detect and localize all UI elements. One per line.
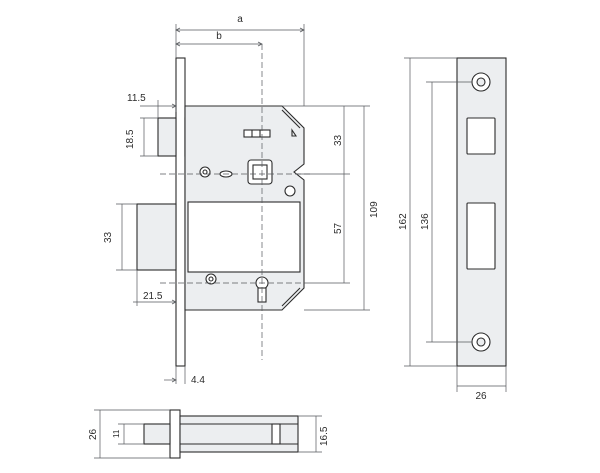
dimension-162: 162 [398, 57, 457, 367]
dimension-26-plate: 26 [456, 366, 507, 402]
dimension-136: 136 [420, 81, 472, 343]
dim-label-11-bottom: 11 [112, 429, 121, 438]
screw-hole-right [284, 185, 296, 197]
dimension-18-5: 18.5 [125, 117, 158, 157]
dimension-b: b [175, 31, 263, 47]
dim-label-26-plate: 26 [475, 391, 487, 402]
reversible-mark [291, 128, 298, 137]
case-bevel-lower [281, 287, 301, 307]
dim-label-18-5: 18.5 [125, 129, 136, 149]
strike-plate [456, 57, 507, 367]
lock-front-view [136, 57, 305, 367]
dim-label-a: a [237, 14, 243, 25]
dimension-11-5: 11.5 [127, 93, 177, 118]
strike-latch-opening [466, 117, 496, 155]
screw-hole-lower-inner [208, 276, 214, 282]
dim-label-11-5: 11.5 [127, 93, 146, 104]
section-detail [271, 423, 281, 445]
dimension-16-5: 16.5 [298, 415, 330, 453]
follower-square [252, 164, 268, 180]
dead-bolt [136, 203, 177, 271]
hand-indicator [243, 129, 271, 138]
dim-label-33-right: 33 [333, 134, 344, 146]
section-forend [169, 409, 181, 459]
dimension-109: 109 [304, 105, 380, 311]
dim-label-162: 162 [398, 213, 409, 230]
forend-plate [175, 57, 186, 367]
dimension-4-4: 4.4 [164, 366, 205, 386]
screw-hole-upper [199, 166, 211, 178]
follower-outer [247, 159, 273, 185]
dim-label-57: 57 [333, 222, 344, 234]
dim-label-26-bottom: 26 [88, 428, 99, 440]
latch-bolt [157, 117, 177, 157]
dim-label-16-5: 16.5 [319, 426, 330, 446]
screw-hole-lower [205, 273, 217, 285]
dim-label-4-4: 4.4 [191, 375, 205, 386]
dimension-11-bottom: 11 [112, 423, 144, 445]
dim-label-136: 136 [420, 213, 431, 230]
dimension-33-right: 33 [282, 105, 350, 175]
strike-deadbolt-opening [466, 202, 496, 270]
dim-label-109: 109 [369, 201, 380, 218]
case-bevel-upper [281, 109, 301, 129]
dim-label-33-left: 33 [103, 231, 114, 243]
dimension-33-left: 33 [103, 203, 137, 271]
dimension-21-5: 21.5 [133, 270, 177, 306]
section-bolt [143, 423, 171, 445]
deadbolt-mechanism [187, 201, 301, 273]
dim-label-21-5: 21.5 [143, 291, 163, 302]
centre-lines [160, 44, 310, 360]
lock-section-view [143, 409, 299, 459]
dimension-57: 57 [310, 174, 350, 284]
dimension-a: a [175, 14, 305, 106]
dim-label-b: b [216, 31, 222, 42]
dimension-26-bottom: 26 [88, 409, 170, 459]
